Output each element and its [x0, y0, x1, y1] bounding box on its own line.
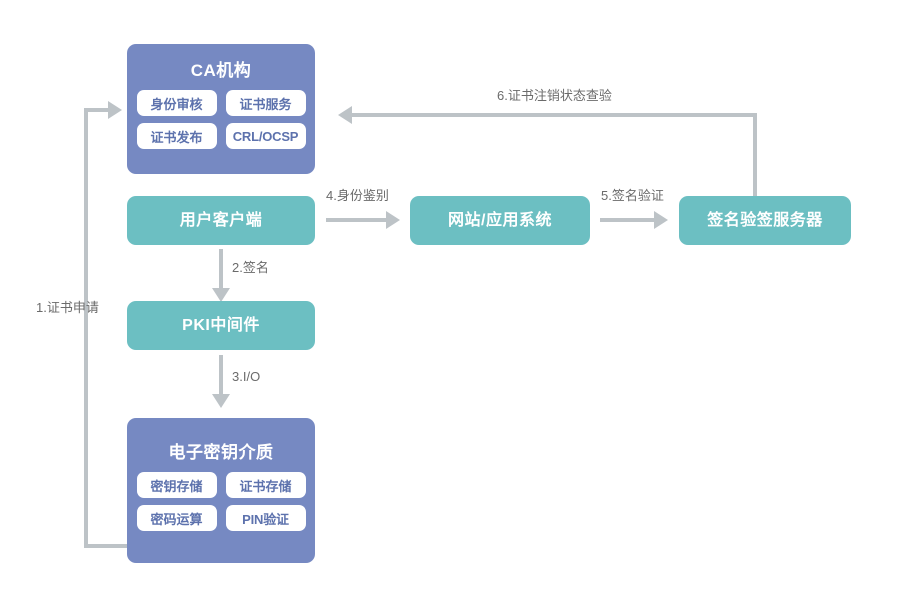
node-user-client[interactable]: 用户客户端 [127, 196, 315, 245]
edge-4-segment [326, 218, 388, 222]
edge-4-arrowhead-icon [386, 211, 400, 229]
node-key-media-pill-grid: 密钥存储 证书存储 密码运算 PIN验证 [136, 472, 306, 531]
edge-3-label: 3.I/O [232, 369, 261, 384]
edge-2-label: 2.签名 [232, 260, 269, 275]
key-media-pill-cert-storage[interactable]: 证书存储 [225, 472, 306, 498]
key-media-pill-key-storage[interactable]: 密钥存储 [136, 472, 217, 498]
ca-pill-identity-review[interactable]: 身份审核 [136, 90, 217, 116]
edge-1-label: 1.证书申请 [36, 300, 99, 315]
edge-2-arrowhead-icon [212, 288, 230, 302]
edge-1-arrowhead-icon [108, 101, 122, 119]
ca-pill-certificate-service[interactable]: 证书服务 [225, 90, 306, 116]
edge-5-segment [600, 218, 656, 222]
node-website-application-title: 网站/应用系统 [448, 211, 552, 229]
node-key-media-title: 电子密钥介质 [168, 443, 274, 462]
edge-2-segment [219, 249, 223, 290]
edge-1-bottom-segment [84, 544, 129, 548]
node-key-media[interactable]: 电子密钥介质 密钥存储 证书存储 密码运算 PIN验证 [127, 418, 315, 563]
edge-3-segment [219, 355, 223, 396]
edge-5-arrowhead-icon [654, 211, 668, 229]
node-pki-middleware[interactable]: PKI中间件 [127, 301, 315, 350]
edge-1-top-segment [84, 108, 109, 112]
node-user-client-title: 用户客户端 [179, 211, 263, 229]
key-media-pill-pin-verify[interactable]: PIN验证 [225, 505, 306, 531]
node-signature-server-title: 签名验签服务器 [707, 211, 823, 229]
node-ca-authority[interactable]: CA机构 身份审核 证书服务 证书发布 CRL/OCSP [127, 44, 315, 174]
edge-6-arrowhead-icon [338, 106, 352, 124]
node-signature-server[interactable]: 签名验签服务器 [679, 196, 851, 245]
edge-4-label: 4.身份鉴别 [326, 188, 389, 203]
node-pki-middleware-title: PKI中间件 [182, 316, 260, 334]
edge-6-vertical-segment [753, 113, 757, 196]
node-website-application[interactable]: 网站/应用系统 [410, 196, 590, 245]
edge-1-vertical-segment [84, 108, 88, 548]
edge-6-horizontal-segment [352, 113, 757, 117]
ca-pill-crl-ocsp[interactable]: CRL/OCSP [225, 123, 306, 149]
ca-pill-certificate-publish[interactable]: 证书发布 [136, 123, 217, 149]
key-media-pill-crypto-operation[interactable]: 密码运算 [136, 505, 217, 531]
edge-5-label: 5.签名验证 [601, 188, 664, 203]
node-ca-authority-title: CA机构 [190, 61, 252, 80]
edge-3-arrowhead-icon [212, 394, 230, 408]
edge-6-label: 6.证书注销状态查验 [497, 88, 612, 103]
node-ca-authority-pill-grid: 身份审核 证书服务 证书发布 CRL/OCSP [136, 90, 306, 149]
